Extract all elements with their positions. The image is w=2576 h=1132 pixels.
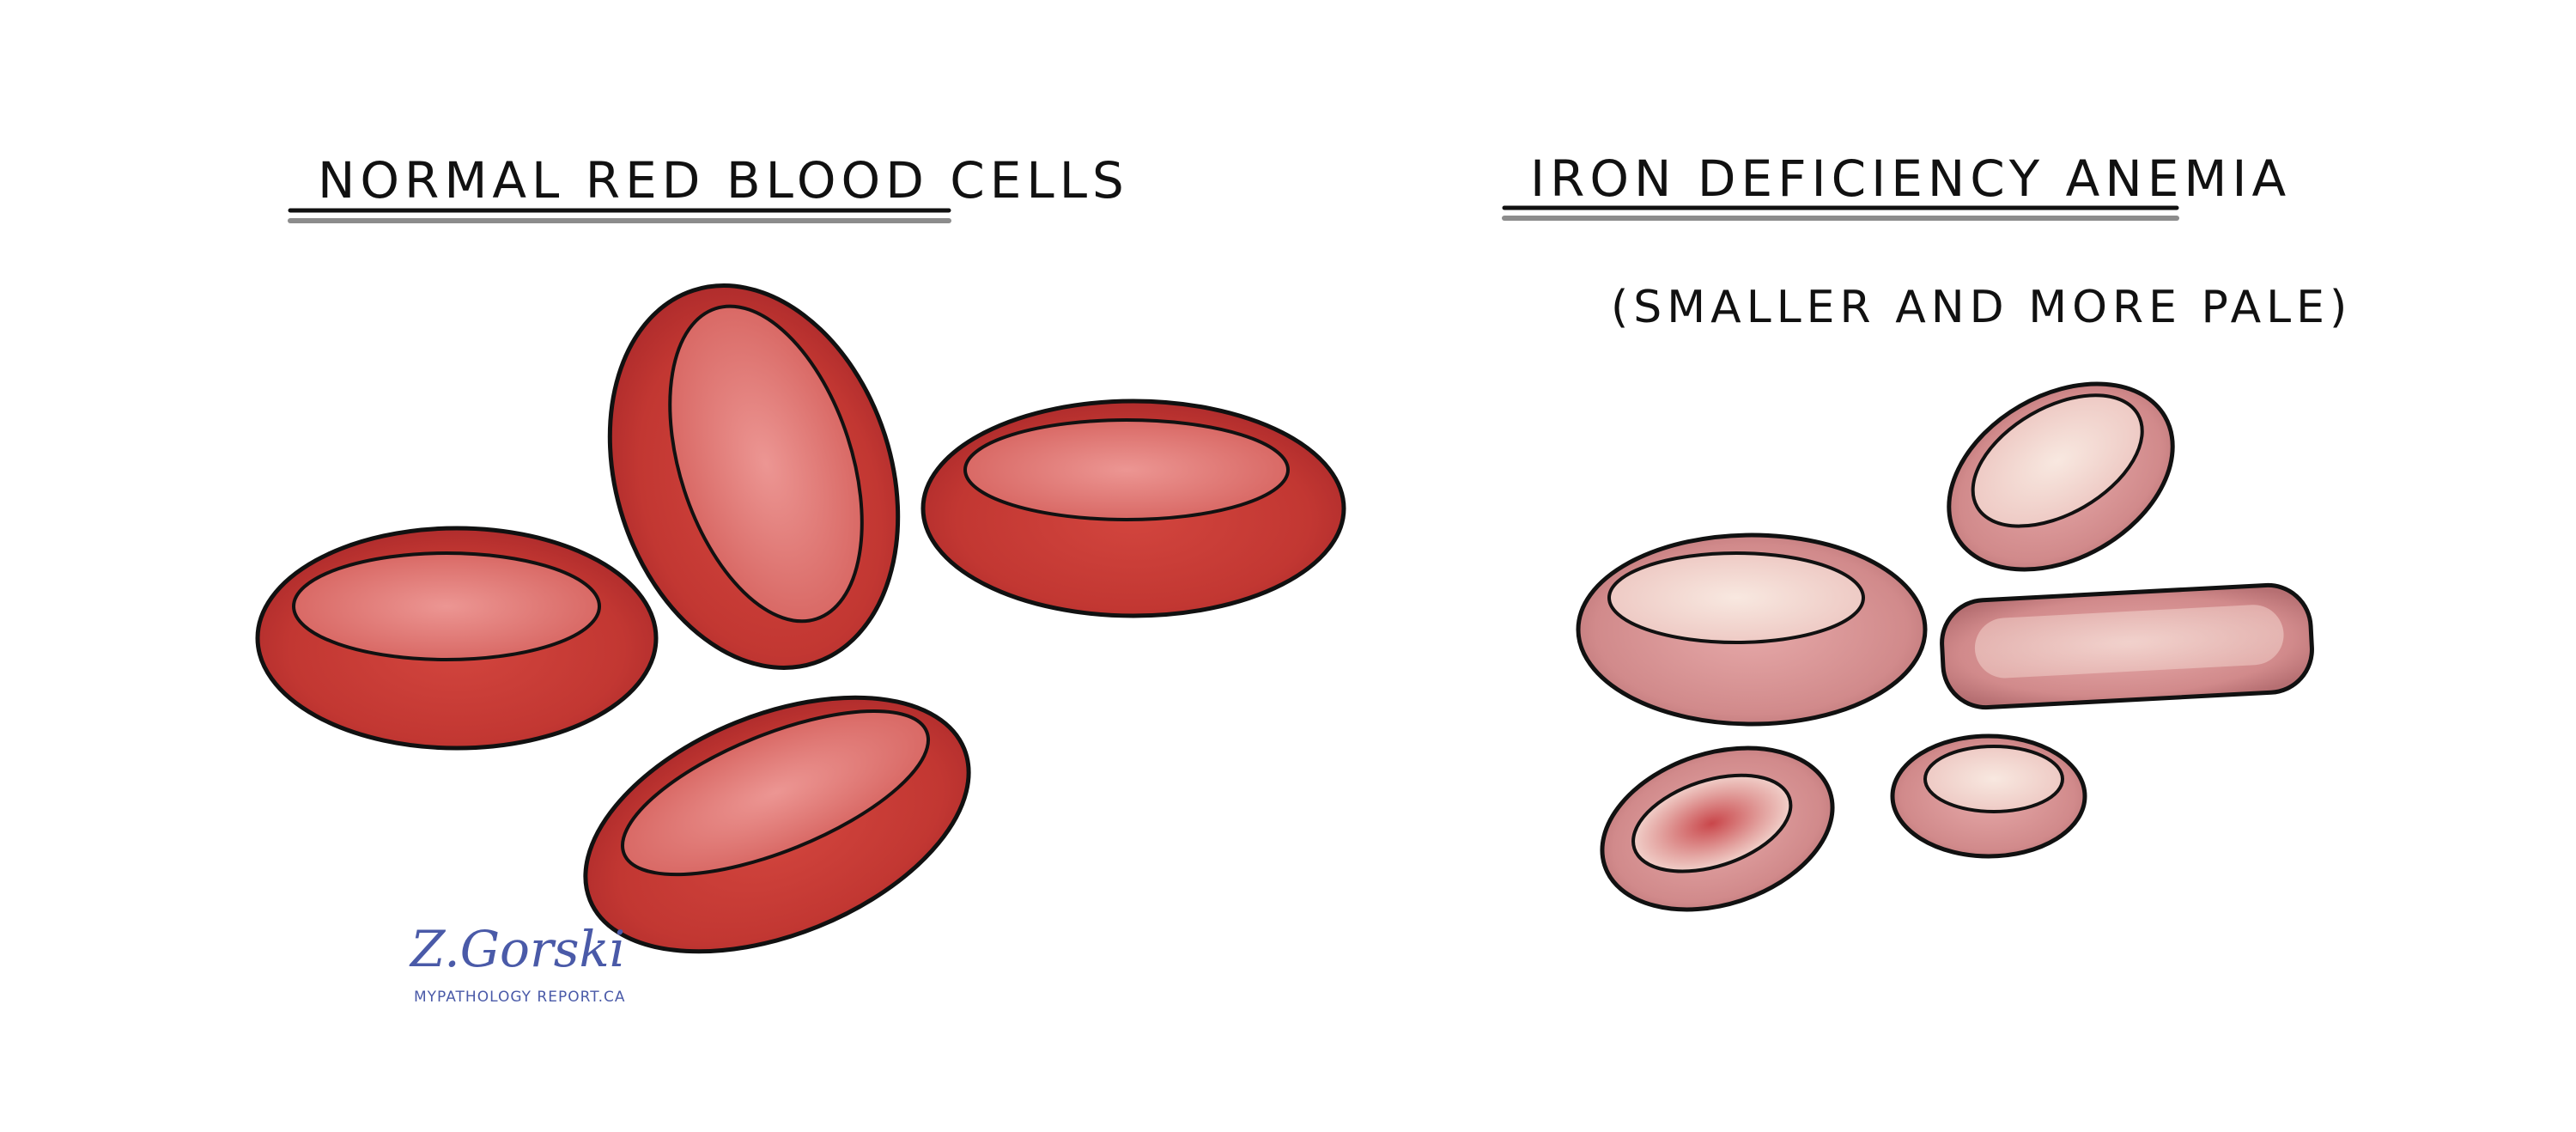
anemia-title: IRON DEFICIENCY ANEMIA [1530, 149, 2291, 208]
normal-cell-right [920, 399, 1346, 618]
anemia-cell-bottom-left [1600, 746, 1835, 912]
normal-title-underline [288, 208, 951, 223]
signature-website: MYPATHOLOGY REPORT.CA [414, 989, 625, 1006]
anemia-panel: IRON DEFICIENCY ANEMIA (SMALLER AND MORE… [1502, 149, 2352, 912]
anemia-cell-top [1947, 381, 2175, 572]
normal-cell-left [255, 526, 659, 751]
signature-name: Z.Gorski [409, 920, 625, 978]
anemia-title-underline [1502, 205, 2179, 221]
normal-panel: NORMAL RED BLOOD CELLS Z.Gorski M [255, 151, 1346, 1006]
anemia-cell-elongated [1940, 582, 2314, 710]
anemia-subtitle: (SMALLER AND MORE PALE) [1611, 282, 2352, 333]
anemia-cell-small [1890, 733, 2087, 859]
normal-title: NORMAL RED BLOOD CELLS [318, 151, 1129, 210]
normal-cell-upright [607, 283, 901, 670]
normal-cell-bottom [583, 695, 971, 954]
anemia-cell-large [1576, 533, 1928, 727]
artist-signature: Z.Gorski MYPATHOLOGY REPORT.CA [409, 920, 625, 1006]
